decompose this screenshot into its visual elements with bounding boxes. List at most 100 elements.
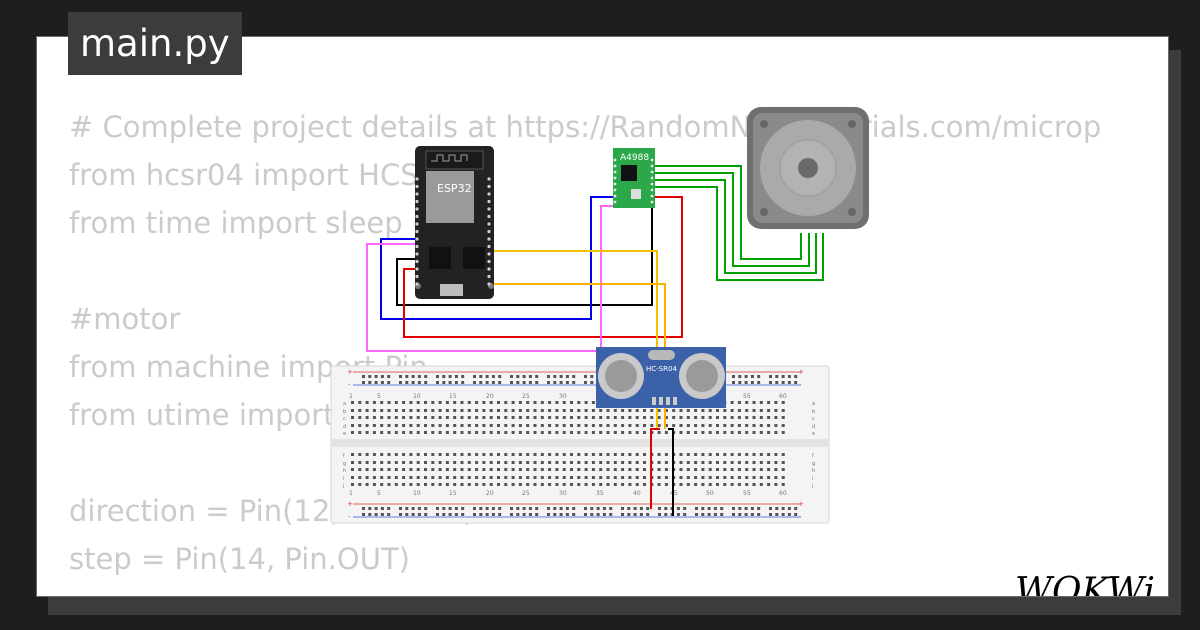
breadboard-hole (745, 416, 749, 419)
breadboard-hole (672, 409, 676, 412)
breadboard-hole (559, 513, 563, 516)
breadboard-hole (436, 513, 439, 516)
breadboard-hole (794, 375, 798, 378)
breadboard-hole (485, 507, 489, 510)
breadboard-hole (362, 381, 365, 384)
row-letter: d (812, 424, 815, 430)
breadboard-hole (621, 483, 625, 486)
breadboard-hole (454, 513, 458, 516)
breadboard-hole (518, 453, 522, 456)
breadboard-hole (723, 468, 727, 471)
column-number: 60 (779, 490, 787, 497)
breadboard-hole (368, 381, 372, 384)
column-number: 25 (522, 393, 530, 400)
breadboard-hole (633, 507, 637, 510)
breadboard-hole (628, 483, 632, 486)
breadboard-hole (562, 431, 566, 434)
breadboard-hole (351, 483, 354, 486)
breadboard-hole (553, 375, 557, 378)
esp32-pin (415, 259, 419, 264)
breadboard-hole (774, 416, 778, 419)
breadboard-hole (365, 461, 369, 464)
esp32-pin (487, 252, 491, 256)
breadboard-hole (657, 461, 661, 464)
breadboard-hole (518, 468, 522, 471)
esp32-pin (487, 192, 491, 196)
breadboard-hole (504, 416, 508, 419)
breadboard-hole (380, 483, 384, 486)
breadboard-hole (479, 381, 483, 384)
breadboard-hole (516, 513, 520, 516)
breadboard-hole (394, 424, 398, 427)
breadboard-hole (453, 468, 457, 471)
breadboard-hole (387, 416, 391, 419)
breadboard-hole (473, 375, 476, 378)
breadboard-hole (781, 513, 785, 516)
breadboard-hole (781, 453, 785, 456)
breadboard-hole (387, 401, 391, 404)
breadboard-hole (745, 483, 749, 486)
breadboard-hole (362, 513, 365, 516)
breadboard-hole (540, 416, 544, 419)
breadboard-hole (380, 381, 384, 384)
breadboard-hole (599, 431, 603, 434)
breadboard-hole (730, 476, 734, 479)
breadboard-hole (511, 409, 515, 412)
rail-plus: + (798, 500, 804, 508)
breadboard-hole (540, 453, 544, 456)
esp32-pin (415, 192, 419, 196)
breadboard-hole (694, 431, 698, 434)
breadboard-hole (510, 381, 513, 384)
breadboard-hole (686, 424, 690, 427)
breadboard-hole (516, 381, 520, 384)
breadboard-hole (732, 507, 735, 510)
breadboard-hole (679, 468, 683, 471)
breadboard-hole (750, 375, 754, 378)
rail-minus: - (348, 381, 351, 389)
breadboard-hole (374, 375, 378, 378)
column-number: 30 (559, 490, 567, 497)
column-number: 55 (743, 490, 751, 497)
breadboard-hole (602, 513, 606, 516)
breadboard-hole (737, 453, 741, 456)
driver-pin (613, 200, 617, 204)
breadboard-hole (438, 416, 442, 419)
breadboard-hole (491, 507, 495, 510)
breadboard-hole (504, 476, 508, 479)
breadboard-hole (584, 424, 588, 427)
breadboard-hole (475, 461, 479, 464)
breadboard-hole (535, 375, 539, 378)
breadboard-hole (767, 483, 771, 486)
breadboard-hole (436, 507, 439, 510)
esp32-pin (487, 222, 491, 226)
breadboard-hole (559, 375, 563, 378)
breadboard-hole (737, 431, 741, 434)
breadboard-hole (409, 468, 413, 471)
breadboard-hole (351, 461, 354, 464)
breadboard-hole (547, 513, 550, 516)
breadboard-hole (664, 483, 668, 486)
breadboard-hole (417, 513, 421, 516)
row-letter: e (343, 431, 346, 437)
breadboard-hole (454, 375, 458, 378)
breadboard-hole (635, 476, 639, 479)
breadboard-hole (730, 409, 734, 412)
breadboard-hole (744, 507, 748, 510)
breadboard-hole (591, 483, 595, 486)
column-number: 10 (413, 393, 421, 400)
breadboard-hole (380, 401, 384, 404)
breadboard-hole (708, 483, 712, 486)
breadboard-hole (424, 468, 427, 471)
breadboard-hole (744, 375, 748, 378)
breadboard-hole (358, 453, 362, 456)
breadboard-hole (565, 513, 569, 516)
breadboard-hole (643, 483, 646, 486)
breadboard-hole (643, 476, 646, 479)
breadboard-hole (482, 461, 486, 464)
breadboard-hole (445, 416, 449, 419)
row-letter: g (343, 461, 346, 467)
breadboard-hole (424, 476, 427, 479)
breadboard-hole (394, 483, 398, 486)
esp32-pin (487, 274, 491, 279)
breadboard-hole (461, 375, 465, 378)
